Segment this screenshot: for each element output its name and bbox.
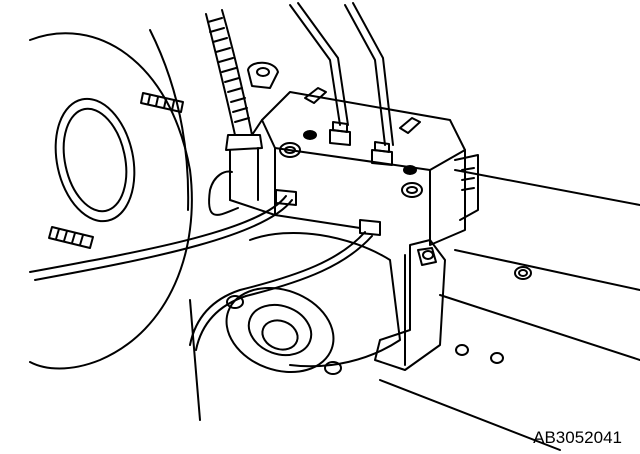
wiring-harness (205, 9, 263, 201)
wheel-stud (140, 92, 184, 113)
brake-rotor (29, 29, 193, 370)
brake-line-fitting (359, 219, 381, 236)
brake-line-fitting (329, 121, 351, 146)
pump-motor (225, 231, 401, 375)
connector-clip (304, 87, 421, 134)
mounting-bracket (374, 239, 446, 371)
mounting-bracket (247, 61, 279, 89)
wheel-stud (48, 226, 94, 249)
hydraulic-unit-body (229, 91, 479, 246)
frame-rail (189, 169, 640, 451)
brake-line-fitting (275, 189, 297, 206)
brake-line (29, 2, 394, 351)
figure-code: AB3052041 (533, 428, 622, 447)
